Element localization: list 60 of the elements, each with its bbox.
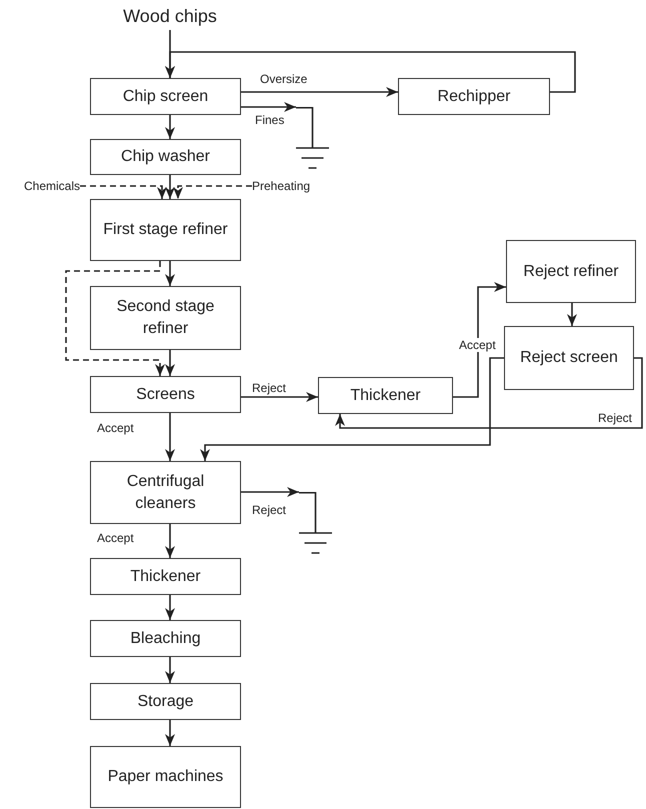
process-box xyxy=(90,558,241,595)
arrow xyxy=(241,102,296,112)
dashed-arrow xyxy=(173,185,252,199)
arrow xyxy=(241,87,398,97)
process-box xyxy=(506,240,636,303)
box-label: Paper machines xyxy=(108,767,224,787)
process-box xyxy=(90,199,241,261)
arrow xyxy=(165,595,175,620)
arrow xyxy=(165,115,175,139)
arrow xyxy=(241,487,299,497)
box-label: Thickener xyxy=(130,566,201,586)
process-box xyxy=(398,78,550,115)
edge-label: Fines xyxy=(253,113,286,127)
process-box xyxy=(90,620,241,657)
process-box xyxy=(90,139,241,175)
arrow xyxy=(165,175,175,199)
process-box xyxy=(318,377,453,414)
edge-label: Accept xyxy=(95,421,136,435)
process-box xyxy=(90,376,241,413)
dashed-arrow xyxy=(80,185,167,199)
box-label: Chip screen xyxy=(122,86,208,106)
box-label: Second stage refiner xyxy=(116,297,216,339)
arrow xyxy=(165,261,175,286)
process-box xyxy=(90,78,241,115)
process-box xyxy=(90,461,241,524)
arrow xyxy=(165,51,576,93)
edge-label: Reject xyxy=(250,381,288,395)
process-box xyxy=(90,683,241,720)
box-label: First stage refiner xyxy=(103,220,228,240)
box-label: Centrifugal cleaners xyxy=(126,472,206,514)
arrow xyxy=(165,413,175,461)
flow-input-label: Chemicals xyxy=(2,178,80,194)
arrow xyxy=(335,357,643,429)
box-label: Bleaching xyxy=(130,628,201,648)
edge-label: Accept xyxy=(95,531,136,545)
box-label: Rechipper xyxy=(438,86,510,106)
edge-label: Oversize xyxy=(258,72,310,86)
box-label: Chip washer xyxy=(121,147,210,167)
box-label: Storage xyxy=(137,692,194,712)
box-label: Screens xyxy=(136,384,195,404)
arrow xyxy=(165,350,175,376)
process-box xyxy=(90,286,241,350)
dashed-arrow xyxy=(65,261,165,376)
edge-label: Accept xyxy=(457,338,498,352)
arrow xyxy=(453,282,506,398)
arrow xyxy=(241,392,318,402)
edge-label: Reject xyxy=(596,411,634,425)
arrow xyxy=(165,524,175,558)
box-label: Thickener xyxy=(350,386,421,406)
arrow xyxy=(200,357,504,461)
process-box xyxy=(90,746,241,808)
edge-label: Reject xyxy=(250,503,288,517)
process-box xyxy=(504,326,634,390)
box-label: Reject screen xyxy=(520,348,618,368)
box-label: Reject refiner xyxy=(523,262,619,282)
arrow xyxy=(165,720,175,746)
arrow xyxy=(165,657,175,683)
flow-input-label: Wood chips xyxy=(105,2,235,30)
flow-input-label: Preheating xyxy=(252,178,332,194)
arrow xyxy=(567,303,577,326)
